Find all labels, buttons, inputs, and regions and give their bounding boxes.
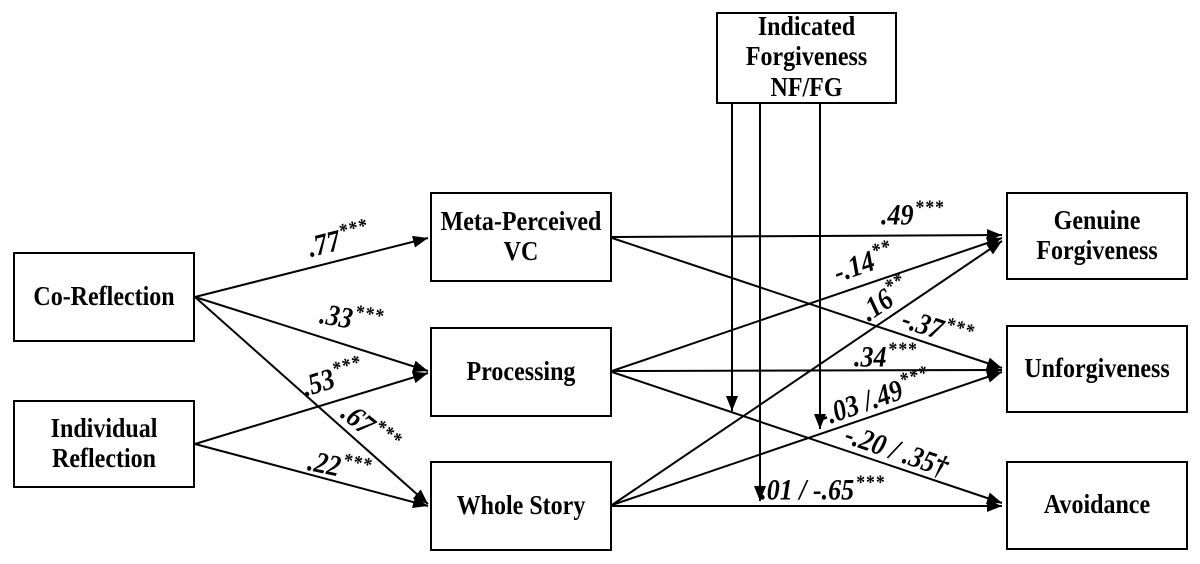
node-individual-reflection: Individual Reflection xyxy=(13,400,195,488)
node-label-meta-perceived-vc: Meta-Perceived VC xyxy=(440,206,602,267)
node-label-indicated-forgiveness: Indicated Forgiveness NF/FG xyxy=(745,12,868,104)
node-label-avoidance: Avoidance xyxy=(1043,490,1151,521)
coefficient-processing-unforgiveness: .34*** xyxy=(853,339,918,374)
node-whole-story: Whole Story xyxy=(430,461,612,551)
significance-stars: *** xyxy=(353,299,387,328)
significance-stars: *** xyxy=(915,195,946,219)
node-indicated-forgiveness: Indicated Forgiveness NF/FG xyxy=(716,12,897,104)
coefficient-value: .34 xyxy=(853,340,887,374)
significance-stars: *** xyxy=(888,337,919,361)
arrow-co-reflection-to-processing xyxy=(194,296,429,373)
coefficient-value: .22 xyxy=(305,443,344,484)
coefficient-whole-story-avoidance: .01 / -.65*** xyxy=(760,472,885,507)
coefficient-meta-perceived-vc-genuine-forgiveness: .49*** xyxy=(880,197,945,232)
arrow-processing-to-genuine-forgiveness xyxy=(611,237,1003,372)
node-label-individual-reflection: Individual Reflection xyxy=(50,413,158,474)
significance-stars: *** xyxy=(341,448,376,477)
node-processing: Processing xyxy=(430,327,612,417)
arrow-individual-reflection-to-whole-story xyxy=(194,443,429,508)
arrow-processing-to-unforgiveness xyxy=(611,364,1003,377)
arrow-co-reflection-to-whole-story xyxy=(194,296,429,505)
arrow-co-reflection-to-meta-perceived-vc xyxy=(194,235,429,298)
node-meta-perceived-vc: Meta-Perceived VC xyxy=(430,192,612,282)
arrow-whole-story-to-genuine-forgiveness xyxy=(611,240,1003,506)
node-label-whole-story: Whole Story xyxy=(456,490,586,521)
coefficient-value: .49 xyxy=(880,198,914,232)
node-genuine-forgiveness: Genuine Forgiveness xyxy=(1006,192,1188,280)
node-unforgiveness: Unforgiveness xyxy=(1006,325,1188,413)
significance-stars: *** xyxy=(856,470,886,494)
arrow-meta-perceived-vc-to-genuine-forgiveness xyxy=(611,229,1003,242)
node-co-reflection: Co-Reflection xyxy=(13,252,195,342)
node-label-genuine-forgiveness: Genuine Forgiveness xyxy=(1036,205,1158,266)
arrow-individual-reflection-to-processing xyxy=(194,371,429,445)
node-avoidance: Avoidance xyxy=(1006,461,1188,550)
node-label-processing: Processing xyxy=(466,356,576,387)
coefficient-value: .33 xyxy=(317,296,356,336)
node-label-co-reflection: Co-Reflection xyxy=(33,281,175,312)
node-label-unforgiveness: Unforgiveness xyxy=(1024,353,1170,384)
arrow-whole-story-to-unforgiveness xyxy=(611,371,1003,506)
coefficient-value: .01 / -.65 xyxy=(760,473,855,507)
arrow-meta-perceived-vc-to-unforgiveness xyxy=(611,237,1003,369)
coefficient-co-reflection-processing: .33*** xyxy=(317,296,387,337)
